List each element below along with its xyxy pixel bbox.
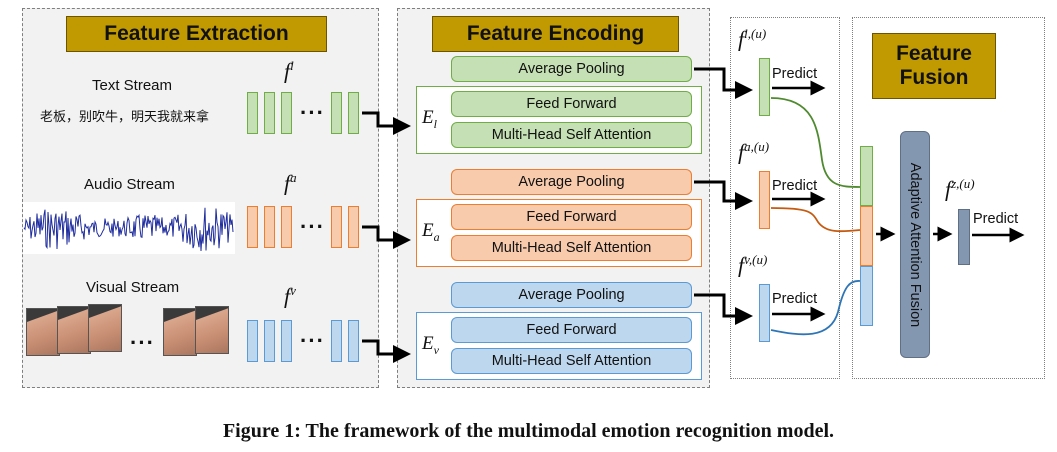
fused-feature xyxy=(958,209,970,265)
text-multi-head-self-attention: Multi-Head Self Attention xyxy=(451,122,692,148)
feature-vector xyxy=(348,206,359,248)
fused-predict-label: Predict xyxy=(973,211,1019,227)
feature-vector xyxy=(331,320,342,362)
text-encoder-symbol: El xyxy=(422,107,437,131)
video-frame xyxy=(26,308,60,356)
audio-predict-label: Predict xyxy=(772,178,818,194)
audio-stream-label: Audio Stream xyxy=(84,176,175,193)
audio-average-pooling: Average Pooling xyxy=(451,169,692,195)
feature-vector xyxy=(264,206,275,248)
feature-fusion-title: Feature Fusion xyxy=(872,33,996,99)
video-frame xyxy=(57,306,91,354)
audio-multi-head-self-attention: Multi-Head Self Attention xyxy=(451,235,692,261)
text-feature-symbol: fl xyxy=(284,58,294,84)
visual-feature-symbol: fv xyxy=(284,283,296,309)
feature-vector xyxy=(264,92,275,134)
visual-stream-label: Visual Stream xyxy=(86,279,180,296)
feature-vector xyxy=(281,92,292,134)
adaptive-attention-fusion-label: Adaptive Attention Fusion xyxy=(907,162,923,327)
text-stream-label: Text Stream xyxy=(92,77,173,94)
audio-waveform xyxy=(23,202,235,254)
feature-vector xyxy=(264,320,275,362)
feature-vector xyxy=(331,206,342,248)
text-unimodal-feature xyxy=(759,58,770,116)
concat-audio-segment xyxy=(860,206,873,266)
feature-vector xyxy=(281,206,292,248)
feature-extraction-title: Feature Extraction xyxy=(66,16,327,52)
fused-feature-symbol: fz,(u) xyxy=(945,176,975,202)
feature-vector xyxy=(348,92,359,134)
visual-average-pooling: Average Pooling xyxy=(451,282,692,308)
feature-encoding-title: Feature Encoding xyxy=(432,16,679,52)
audio-feature-symbol: fa xyxy=(284,170,297,196)
adaptive-attention-fusion-module: Adaptive Attention Fusion xyxy=(900,131,930,358)
text-feed-forward: Feed Forward xyxy=(451,91,692,117)
visual-multi-head-self-attention: Multi-Head Self Attention xyxy=(451,348,692,374)
feature-ellipsis: ··· xyxy=(300,214,325,239)
feature-vector xyxy=(348,320,359,362)
text-unimodal-symbol: fl,(u) xyxy=(738,26,767,52)
visual-unimodal-symbol: fv,(u) xyxy=(738,252,768,278)
figure-caption: Figure 1: The framework of the multimoda… xyxy=(222,420,835,442)
feature-ellipsis: ··· xyxy=(300,328,325,353)
visual-predict-label: Predict xyxy=(772,291,818,307)
feature-vector xyxy=(331,92,342,134)
concat-visual-segment xyxy=(860,266,873,326)
feature-vector xyxy=(247,320,258,362)
text-sample: 老板，别吹牛，明天我就来拿 xyxy=(40,110,210,125)
audio-feed-forward: Feed Forward xyxy=(451,204,692,230)
visual-encoder-symbol: Ev xyxy=(422,333,439,357)
video-frame xyxy=(88,304,122,352)
feature-vector xyxy=(281,320,292,362)
visual-unimodal-feature xyxy=(759,284,770,342)
concat-text-segment xyxy=(860,146,873,206)
audio-encoder-symbol: Ea xyxy=(422,220,440,244)
feature-vector xyxy=(247,92,258,134)
visual-feed-forward: Feed Forward xyxy=(451,317,692,343)
feature-ellipsis: ··· xyxy=(300,100,325,125)
text-average-pooling: Average Pooling xyxy=(451,56,692,82)
text-predict-label: Predict xyxy=(772,66,818,82)
audio-unimodal-symbol: fa,(u) xyxy=(738,139,770,165)
video-frame xyxy=(195,306,229,354)
feature-vector xyxy=(247,206,258,248)
video-frame xyxy=(163,308,197,356)
frames-ellipsis: ··· xyxy=(130,330,155,355)
audio-unimodal-feature xyxy=(759,171,770,229)
